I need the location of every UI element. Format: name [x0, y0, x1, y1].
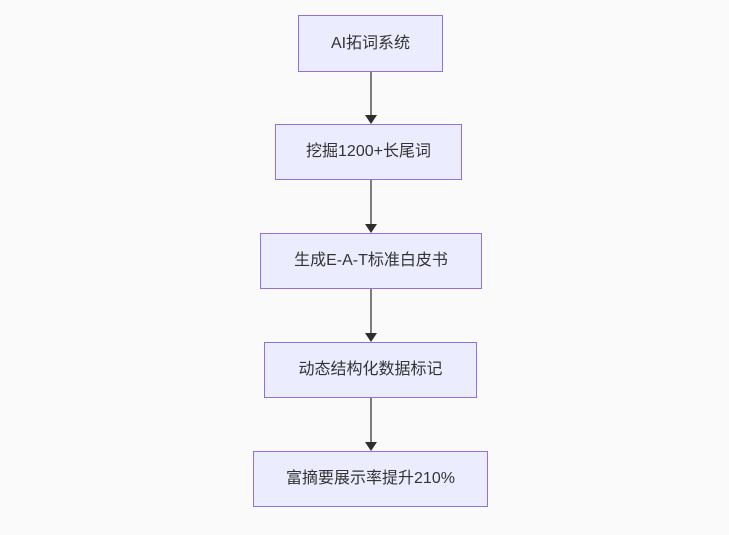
flow-arrow-1 [364, 72, 377, 124]
arrow-head-icon [364, 224, 377, 233]
flow-node-longtail-mining: 挖掘1200+长尾词 [275, 124, 462, 180]
flow-node-label: 动态结构化数据标记 [298, 361, 443, 379]
arrow-line [369, 289, 372, 336]
flow-node-label: AI拓词系统 [330, 34, 411, 52]
flow-arrow-3 [364, 289, 377, 342]
flow-node-eat-whitepaper: 生成E-A-T标准白皮书 [260, 233, 482, 289]
flow-arrow-4 [364, 398, 377, 451]
flow-node-label: 挖掘1200+长尾词 [306, 143, 431, 161]
arrow-line [369, 180, 372, 227]
flow-node-structured-data-markup: 动态结构化数据标记 [264, 342, 477, 398]
arrow-line [369, 72, 372, 118]
flow-node-label: 富摘要展示率提升210% [286, 470, 455, 488]
arrow-head-icon [364, 442, 377, 451]
flow-node-label: 生成E-A-T标准白皮书 [294, 252, 448, 270]
arrow-head-icon [364, 333, 377, 342]
flow-node-ai-keyword-system: AI拓词系统 [298, 15, 443, 72]
flow-arrow-2 [364, 180, 377, 233]
arrow-line [369, 398, 372, 445]
flow-node-rich-snippet-rate: 富摘要展示率提升210% [253, 451, 488, 507]
arrow-head-icon [364, 115, 377, 124]
